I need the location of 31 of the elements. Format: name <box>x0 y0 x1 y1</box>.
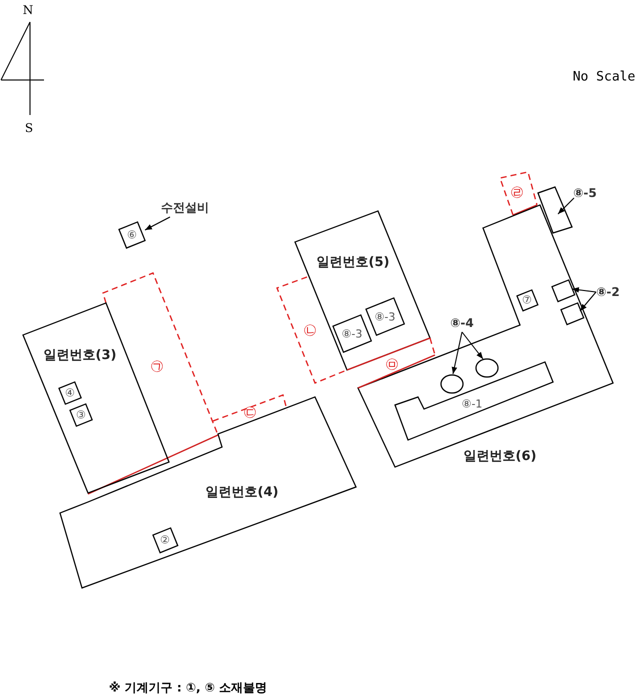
callout-text: ⑧-2 <box>596 285 620 299</box>
leader-arrow <box>462 332 484 360</box>
area-letter: ㉡ <box>304 322 316 339</box>
equipment-number: ⑧-1 <box>462 398 482 410</box>
compass-letter: N <box>22 3 34 17</box>
equipment-number: ③ <box>76 408 86 422</box>
callout-text: ⑧-4 <box>450 316 474 330</box>
leader-arrow <box>558 198 574 214</box>
equipment-number: ② <box>160 533 170 546</box>
area-letter: ㉠ <box>150 358 164 375</box>
leader-arrow <box>572 287 596 293</box>
callout-text: 수전설비 <box>161 200 209 216</box>
area-letter: ㉣ <box>510 184 524 201</box>
building-label: 일련번호(3) <box>44 347 116 364</box>
area-letter: ㉤ <box>386 356 398 373</box>
scale-note: No Scale <box>572 70 636 84</box>
building-label: 일련번호(4) <box>206 484 278 501</box>
equipment-number: ④ <box>65 386 75 400</box>
building-label: 일련번호(6) <box>464 448 536 465</box>
equipment-number: ⑦ <box>522 293 532 306</box>
area-letter: ㉢ <box>244 404 256 421</box>
callout-text: ⑧-5 <box>573 186 597 200</box>
leader-arrow <box>452 332 462 374</box>
leader-arrow <box>580 292 596 312</box>
equipment-number: ⑧-3 <box>342 327 362 340</box>
compass-letter: S <box>24 121 34 135</box>
leader-arrow <box>144 216 170 230</box>
equipment-number: ⑧-3 <box>374 310 396 324</box>
footnote: ※ 기계기구 : ①, ⑤ 소재불명 <box>108 680 268 696</box>
building-label: 일련번호(5) <box>316 254 390 271</box>
equipment-number: ⑥ <box>127 228 137 242</box>
